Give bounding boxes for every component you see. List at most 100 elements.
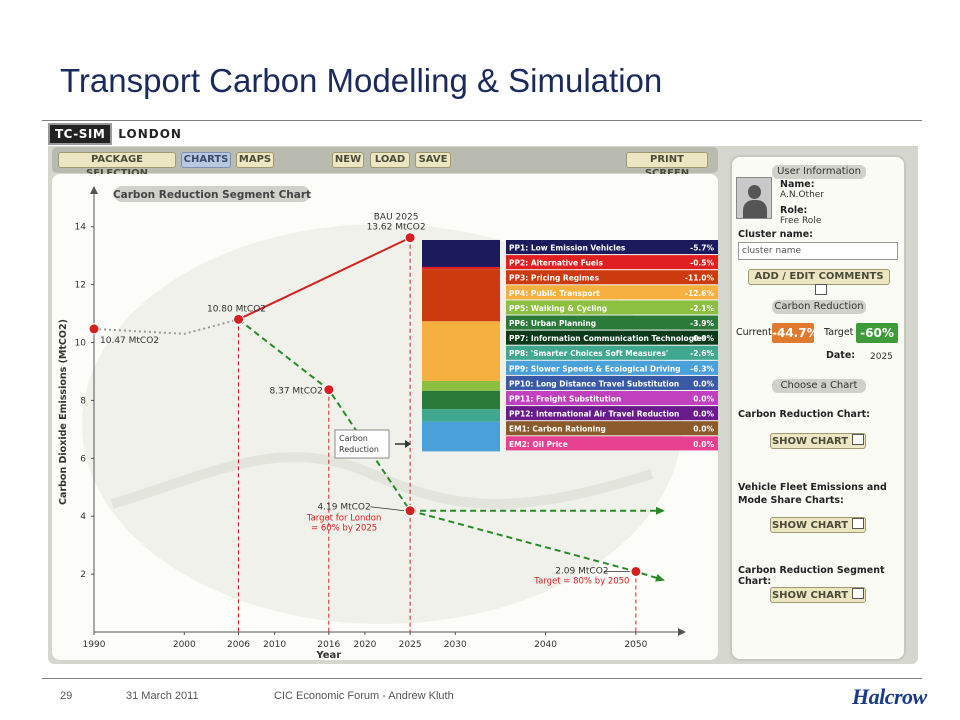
segment-name: PP5: Walking & Cycling — [509, 304, 607, 313]
name-value: A.N.Other — [780, 190, 825, 200]
target-note: Target = 80% by 2050 — [533, 577, 629, 587]
y-axis-label: Carbon Dioxide Emissions (MtCO2) — [58, 319, 69, 505]
title-divider — [42, 120, 922, 121]
load-button[interactable]: LOAD — [370, 152, 410, 168]
brand-logo: TC-SIM LONDON — [48, 123, 182, 145]
series-arrowhead — [655, 574, 665, 582]
segment-legend-row — [506, 285, 718, 300]
cluster-name-label: Cluster name: — [738, 229, 813, 240]
segment-name: PP11: Freight Substitution — [509, 395, 621, 404]
target-label: Target — [824, 327, 854, 338]
x-tick-label: 2050 — [624, 640, 647, 650]
x-axis-arrow — [678, 628, 686, 636]
target-reduction-badge: -60% — [856, 323, 898, 343]
footer-event: CIC Economic Forum - Andrew Kluth — [274, 690, 454, 702]
y-tick-label: 8 — [80, 396, 86, 406]
segment-legend-row — [506, 240, 718, 255]
user-information-header: User Information — [772, 165, 866, 179]
current-reduction-badge: -44.7% — [772, 323, 819, 343]
x-tick-label: 1990 — [83, 640, 106, 650]
name-label: Name: — [780, 179, 815, 190]
segment-name: PP1: Low Emission Vehicles — [509, 244, 626, 253]
segment-value: 0.0% — [693, 440, 714, 449]
point-label: 10.80 MtCO2 — [207, 304, 266, 314]
y-tick-label: 2 — [80, 570, 86, 580]
date-value: 2025 — [870, 352, 893, 362]
segment-legend-row — [506, 391, 718, 406]
point-label: BAU 2025 — [374, 213, 419, 223]
save-button[interactable]: SAVE — [415, 152, 451, 168]
role-value: Free Role — [780, 216, 822, 226]
segment-bar-block — [422, 421, 500, 452]
data-point — [88, 323, 100, 335]
data-point — [404, 505, 416, 517]
brand-city: LONDON — [118, 127, 182, 141]
chart-title-pill — [114, 186, 310, 202]
chart-icon — [852, 434, 865, 445]
segment-legend-row — [506, 270, 718, 285]
carbon-chart: Carbon Reduction Segment Chart2468101214… — [58, 186, 718, 660]
show-vehicle-fleet-chart-button[interactable]: SHOW CHART — [770, 517, 866, 533]
segment-value: -12.6% — [685, 289, 715, 298]
point-label: 2.09 MtCO2 — [555, 567, 608, 577]
segment-value: 0.0% — [693, 410, 714, 419]
y-tick-label: 4 — [80, 512, 86, 522]
segment-name: PP3: Pricing Regimes — [509, 274, 600, 283]
cluster-name-input[interactable]: cluster name — [738, 242, 898, 260]
segment-value: 0.0% — [693, 425, 714, 434]
segment-name: PP9: Slower Speeds & Ecological Driving — [509, 364, 681, 373]
bar-chart-icon — [852, 518, 865, 529]
segment-legend-row — [506, 421, 718, 436]
package-selection-button[interactable]: PACKAGE SELECTION — [58, 152, 176, 179]
brand-bar — [48, 124, 918, 146]
show-segment-chart-button[interactable]: SHOW CHART — [770, 587, 866, 603]
data-point — [233, 313, 244, 325]
segment-value: -3.9% — [690, 319, 714, 328]
label-leader — [370, 506, 405, 512]
data-point — [630, 566, 642, 577]
footer-page-number: 29 — [60, 690, 73, 702]
callout-text: Carbon — [339, 434, 368, 443]
carbon-reduction-header: Carbon Reduction — [772, 300, 866, 314]
tc-sim-app: TC-SIM LONDON PACKAGE SELECTION CHARTS M… — [48, 123, 918, 664]
segment-name: PP10: Long Distance Travel Substitution — [509, 379, 679, 388]
charts-tab[interactable]: CHARTS — [181, 152, 231, 168]
x-tick-label: 2000 — [173, 640, 196, 650]
new-button[interactable]: NEW — [332, 152, 364, 168]
segment-bar-block — [422, 269, 500, 322]
show-chart-label: SHOW CHART — [771, 520, 849, 531]
y-tick-label: 10 — [75, 339, 87, 349]
halcrow-logo: Halcrow — [852, 684, 927, 709]
segment-legend-row — [506, 345, 718, 360]
segment-legend-row — [506, 330, 718, 345]
segment-legend-row — [506, 300, 718, 315]
x-tick-label: 2025 — [399, 640, 422, 650]
role-label: Role: — [780, 205, 808, 216]
maps-tab[interactable]: MAPS — [236, 152, 274, 168]
print-screen-button[interactable]: PRINT SCREEN — [626, 152, 708, 179]
footer-divider — [42, 678, 922, 679]
add-edit-comments-button[interactable]: ADD / EDIT COMMENTS — [748, 269, 890, 295]
segment-value: -2.1% — [690, 304, 714, 313]
series-arrowhead — [655, 506, 665, 515]
segment-chart-label: Carbon Reduction Segment Chart: — [738, 565, 885, 587]
brand-badge: TC-SIM — [48, 123, 113, 145]
segment-value: 0.0% — [693, 379, 714, 388]
segment-legend-row — [506, 375, 718, 390]
carbon-reduction-chart-label: Carbon Reduction Chart: — [738, 409, 870, 420]
y-tick-label: 12 — [75, 281, 86, 291]
segment-legend-row — [506, 255, 718, 270]
target-note: = 60% by 2025 — [311, 524, 377, 534]
x-axis-label: Year — [315, 650, 341, 660]
point-label: 13.62 MtCO2 — [367, 223, 426, 233]
segment-bar-block — [422, 240, 500, 267]
show-carbon-reduction-chart-button[interactable]: SHOW CHART — [770, 433, 866, 449]
avatar — [736, 177, 772, 219]
add-edit-comments-label: ADD / EDIT COMMENTS — [754, 271, 884, 282]
segment-value: -6.3% — [690, 364, 714, 373]
series-historic — [93, 318, 239, 335]
point-label: 4.19 MtCO2 — [317, 503, 370, 513]
footer-date: 31 March 2011 — [126, 690, 199, 702]
